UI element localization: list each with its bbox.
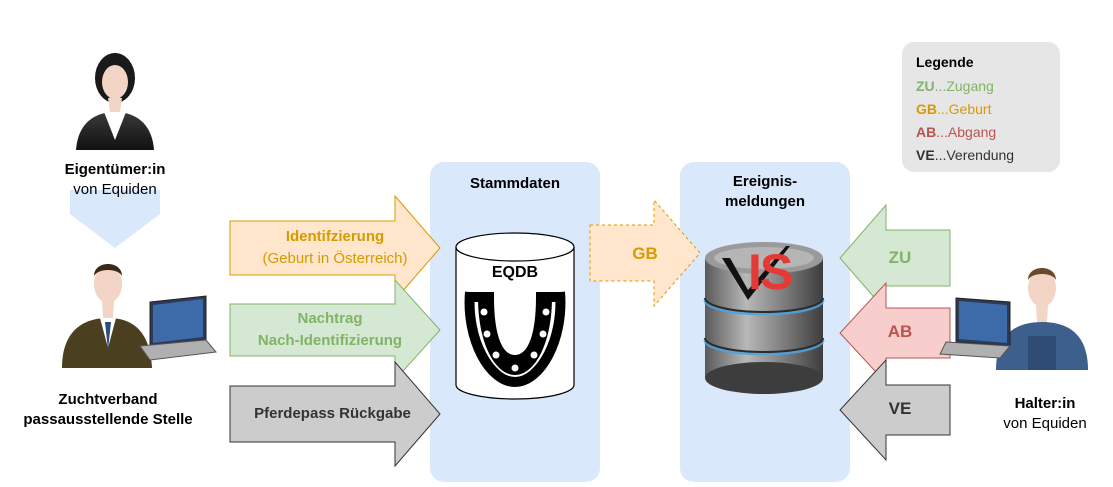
legend-item-gb: GB...Geburt [916,101,991,117]
ereignis-title-line2: meldungen [724,193,805,210]
identification-line2: (Geburt in Österreich) [262,250,408,267]
vis-logo-letters: IS [748,244,793,300]
ereignis-title-line1: Ereignis- [732,173,798,190]
owner-to-breeder-arrow [70,198,160,248]
legend-text: ...Geburt [937,101,992,117]
nachtrag-arrow-text: Nachtrag Nach-Identifizierung [230,308,430,352]
keeper-label-bold: Halter:in [1014,395,1076,412]
breeder-label-line2: passausstellende Stelle [23,411,193,428]
legend-text: ...Verendung [934,147,1015,163]
zu-arrow-text: ZU [888,248,912,267]
legend-text: ...Zugang [934,78,994,94]
nachtrag-line1: Nachtrag [297,310,363,327]
breeder-person-icon [62,264,217,368]
breeder-label-line1: Zuchtverband [58,391,158,408]
legend-item-zu: ZU...Zugang [916,78,994,94]
legend-box: Legende ZU...Zugang GB...Geburt AB...Abg… [902,42,1060,172]
keeper-person-icon [939,268,1088,370]
legend-abbr: ZU [916,78,935,94]
legend-abbr: VE [916,147,935,163]
vis-logo-text: IS [748,244,793,300]
stammdaten-title: Stammdaten [469,175,561,192]
gb-arrow-text: GB [632,244,658,263]
ab-arrow [839,281,951,385]
zu-arrow [839,203,951,313]
ereignis-title: Ereignis- meldungen [680,172,850,212]
legend-abbr: AB [916,124,937,140]
identification-arrow-text: Identifzierung (Geburt in Österreich) [230,226,440,270]
legend-title: Legende [916,54,974,70]
owner-label: Eigentümer:in von Equiden [45,160,185,200]
keeper-label-normal: von Equiden [1003,415,1087,432]
keeper-label: Halter:in von Equiden [980,394,1110,434]
legend-abbr: GB [916,101,937,117]
return-arrow [229,360,441,468]
identification-arrow [229,194,441,302]
ve-arrow-text: VE [888,399,912,418]
gb-arrow [589,198,701,308]
breeder-label: Zuchtverband passausstellende Stelle [0,390,216,430]
return-arrow-text: Pferdepass Rückgabe [254,405,411,422]
owner-person-icon [76,53,154,150]
legend-text: ...Abgang [936,124,997,140]
legend-item-ve: VE...Verendung [916,147,1014,163]
nachtrag-line2: Nach-Identifizierung [257,332,403,349]
horseshoe-icon [464,291,566,388]
ve-arrow [839,358,951,462]
owner-label-normal: von Equiden [73,181,157,198]
vis-database-icon [703,242,825,394]
owner-connector [70,190,160,210]
identification-line1: Identifzierung [285,228,385,245]
eqdb-label: EQDB [491,264,539,281]
legend-item-ab: AB...Abgang [916,124,996,140]
owner-label-bold: Eigentümer:in [64,161,166,178]
nachtrag-arrow [229,278,441,382]
ab-arrow-text: AB [887,322,913,341]
